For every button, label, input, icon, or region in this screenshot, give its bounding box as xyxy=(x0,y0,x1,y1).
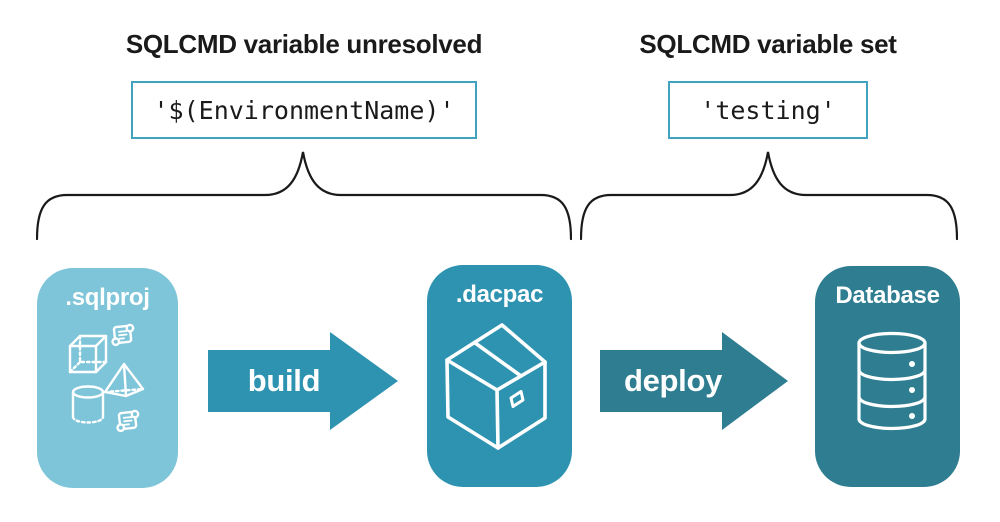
pyramid-icon xyxy=(103,362,145,398)
cylinder-icon xyxy=(71,385,105,424)
code-box-testing-value: 'testing' xyxy=(668,81,868,139)
script-scroll-icon xyxy=(111,323,135,347)
code-box-environment-variable: '$(EnvironmentName)' xyxy=(131,81,477,139)
script-scroll-icon xyxy=(116,409,140,433)
node-dacpac: .dacpac xyxy=(427,265,572,487)
database-cylinder-icon xyxy=(857,331,927,431)
build-arrow-label: build xyxy=(247,363,321,398)
header-variable-unresolved: SQLCMD variable unresolved xyxy=(125,29,483,59)
node-dacpac-label: .dacpac xyxy=(455,281,544,308)
node-sqlproj: .sqlproj xyxy=(37,268,178,488)
deploy-arrow xyxy=(600,332,788,430)
node-sqlproj-label: .sqlproj xyxy=(65,284,150,311)
cube-icon xyxy=(68,334,108,374)
curly-brace-right xyxy=(580,151,958,241)
package-box-icon xyxy=(445,323,547,450)
build-arrow xyxy=(208,332,398,430)
header-variable-set: SQLCMD variable set xyxy=(639,29,897,59)
sql-project-objects-icon xyxy=(68,323,145,433)
deploy-arrow-label: deploy xyxy=(623,363,723,398)
node-database: Database xyxy=(815,266,960,487)
curly-brace-left xyxy=(36,151,572,241)
node-database-label: Database xyxy=(835,282,940,309)
